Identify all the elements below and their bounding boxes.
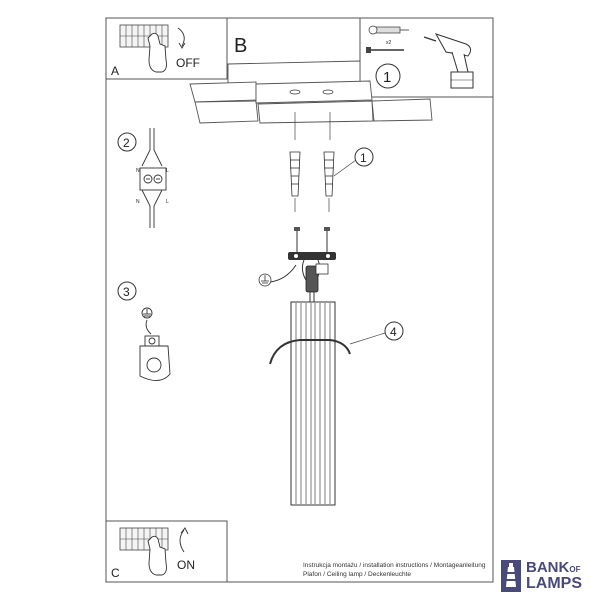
step-3-badge <box>117 281 137 301</box>
bank-of-lamps-logo: BANKOF LAMPS <box>500 558 598 594</box>
lamp-connector <box>305 265 319 293</box>
lighthouse-icon <box>501 560 521 592</box>
lamp-tube <box>290 301 336 506</box>
terminal-l-top: L <box>166 168 169 174</box>
wall-anchors <box>289 151 335 197</box>
hand-icon <box>147 32 167 73</box>
quantity-label: x2 <box>386 40 392 46</box>
sheet-border <box>105 17 494 583</box>
arrow-down-icon <box>177 27 185 47</box>
step-2-badge <box>117 132 137 152</box>
step-3-number: 3 <box>123 285 130 299</box>
footer-instructions-line: Instrukcja montażu / installation instru… <box>303 562 486 569</box>
mounting-bracket <box>269 339 351 365</box>
ground-connector-icon <box>139 307 171 381</box>
panel-c-letter: C <box>111 566 120 580</box>
panel-a-letter: A <box>111 64 119 78</box>
panel-c-switch-on: C ON <box>105 520 228 583</box>
terminal-n-top: N <box>136 168 140 174</box>
logo-word-bank: BANKOF <box>526 559 581 576</box>
terminal-n-bottom: N <box>136 199 140 205</box>
drill-icon <box>423 33 474 89</box>
step-1-tools-badge <box>375 63 401 89</box>
ceiling-canopy <box>288 227 336 260</box>
arrow-up-icon <box>179 529 185 553</box>
footer-product-line: Plafon / Ceiling lamp / Deckenleuchte <box>303 571 412 578</box>
panel-a-off-label: OFF <box>176 56 200 70</box>
hand-icon <box>147 535 167 576</box>
wire-terminal-icon <box>139 128 167 228</box>
terminal-l-bottom: L <box>166 199 169 205</box>
logo-word-of: OF <box>569 565 581 574</box>
step-1-anchors-badge <box>354 147 374 167</box>
step-4-number: 4 <box>390 325 397 339</box>
step-4-badge <box>384 321 404 341</box>
logo-word-lamps: LAMPS <box>526 575 582 592</box>
step-1-anchors-number: 1 <box>360 151 367 165</box>
screw-icon <box>366 47 404 53</box>
panel-b-letter: B <box>234 35 247 57</box>
step-1-tools-number: 1 <box>383 69 391 86</box>
wall-plug-icon <box>368 25 409 35</box>
panel-c-on-label: ON <box>177 558 195 572</box>
tools-box: x2 1 <box>359 17 494 98</box>
ceiling-panel <box>189 60 433 124</box>
step-2-number: 2 <box>123 136 130 150</box>
ground-symbol-icon <box>258 273 272 287</box>
panel-a-switch-off: A OFF <box>105 17 228 80</box>
